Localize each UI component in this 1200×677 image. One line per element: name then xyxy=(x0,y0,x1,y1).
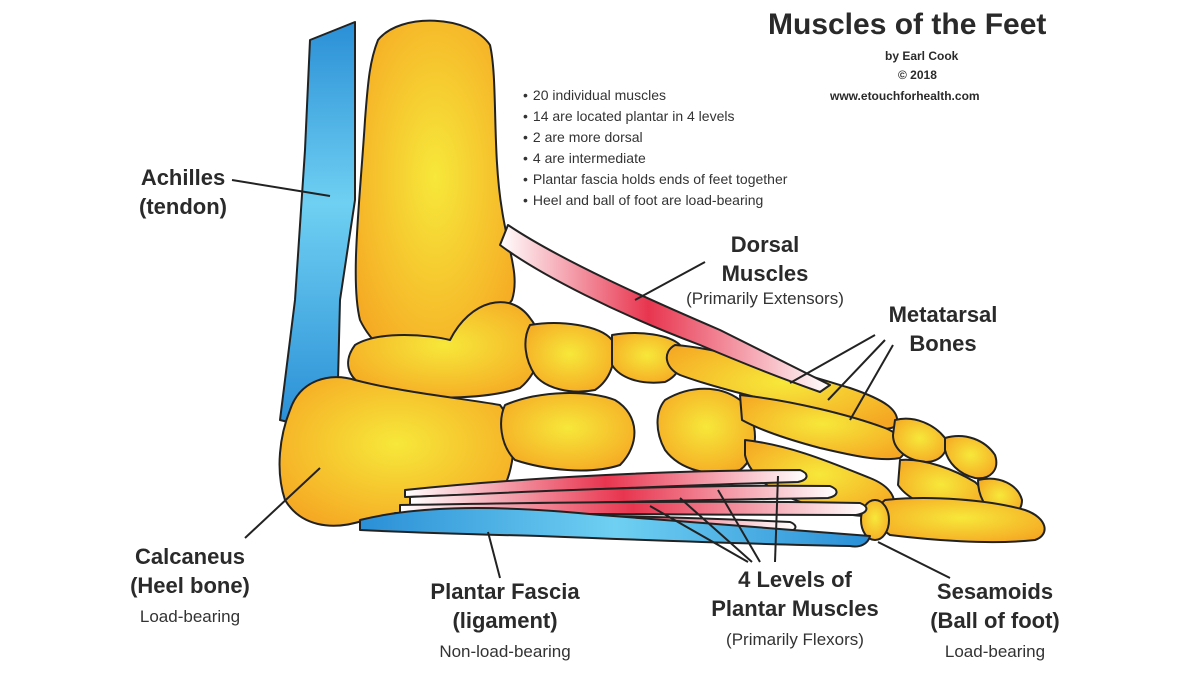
sesamoid-bone xyxy=(860,499,890,541)
plantar-fascia-detail: (ligament) xyxy=(452,608,558,633)
dorsal-note: (Primarily Extensors) xyxy=(686,289,844,308)
leader-achilles xyxy=(231,179,331,197)
copyright: © 2018 xyxy=(898,68,937,82)
dorsal-name-1: Dorsal xyxy=(730,232,800,257)
label-achilles: Achilles (tendon) xyxy=(128,163,238,221)
leader-dorsal xyxy=(634,261,706,301)
diagram-title: Muscles of the Feet xyxy=(768,8,1047,41)
fact-item: 20 individual muscles xyxy=(523,85,787,106)
leader-plantar-fascia xyxy=(487,531,501,579)
plantar-fascia-note: Non-load-bearing xyxy=(439,642,571,661)
cuboid-bone xyxy=(500,392,636,472)
fact-item: Heel and ball of foot are load-bearing xyxy=(523,190,787,211)
leader-lines xyxy=(231,179,951,579)
label-calcaneus: Calcaneus (Heel bone) Load-bearing xyxy=(115,542,265,628)
calcaneus-note: Load-bearing xyxy=(139,607,241,626)
navicular-bone xyxy=(524,322,615,393)
leader-calcaneus xyxy=(244,467,321,539)
fact-item: 2 are more dorsal xyxy=(523,127,787,148)
plantar-muscles-note: (Primarily Flexors) xyxy=(726,630,864,649)
plantar-muscles-name-1: 4 Levels of xyxy=(738,567,852,592)
leader-sesamoids xyxy=(877,541,951,579)
plantar-muscles-name-2: Plantar Muscles xyxy=(711,596,879,621)
metatarsal-name-1: Metatarsal xyxy=(888,302,998,327)
fact-item: Plantar fascia holds ends of feet togeth… xyxy=(523,169,788,190)
sesamoids-name: Sesamoids xyxy=(936,579,1054,604)
achilles-detail: (tendon) xyxy=(139,194,227,219)
calcaneus-detail: (Heel bone) xyxy=(130,573,250,598)
leader-metatarsal-3 xyxy=(849,344,894,421)
leader-metatarsal-2 xyxy=(827,339,886,401)
toe-phalanx-2 xyxy=(944,435,998,480)
calcaneus-name: Calcaneus xyxy=(134,544,246,569)
fact-item: 4 are intermediate xyxy=(523,148,787,169)
toe-phalanx-1 xyxy=(892,417,948,463)
leader-plantar-4 xyxy=(774,475,779,563)
sesamoids-note: Load-bearing xyxy=(944,642,1046,661)
sesamoids-detail: (Ball of foot) xyxy=(930,608,1060,633)
label-plantar-fascia: Plantar Fascia (ligament) Non-load-beari… xyxy=(405,577,605,663)
label-dorsal-muscles: Dorsal Muscles (Primarily Extensors) xyxy=(670,230,860,310)
plantar-fascia xyxy=(359,507,871,548)
leader-metatarsal-1 xyxy=(789,334,876,384)
plantar-fascia-name: Plantar Fascia xyxy=(430,579,580,604)
leader-plantar-2 xyxy=(679,497,753,563)
metatarsal-name-2: Bones xyxy=(909,331,977,356)
author-credit: by Earl Cook xyxy=(885,49,959,63)
achilles-name: Achilles xyxy=(140,165,226,190)
leader-plantar-1 xyxy=(649,505,749,563)
website: www.etouchforhealth.com xyxy=(830,89,980,103)
label-sesamoids: Sesamoids (Ball of foot) Load-bearing xyxy=(915,577,1075,663)
dorsal-name-2: Muscles xyxy=(721,261,809,286)
label-metatarsal-bones: Metatarsal Bones xyxy=(868,300,1018,358)
fact-item: 14 are located plantar in 4 levels xyxy=(523,106,787,127)
label-plantar-muscles: 4 Levels of Plantar Muscles (Primarily F… xyxy=(695,565,895,651)
achilles-tendon xyxy=(279,21,356,426)
facts-list: 20 individual muscles 14 are located pla… xyxy=(523,85,788,211)
metatarsal-bone-2 xyxy=(739,394,906,461)
dorsal-muscle xyxy=(499,224,831,393)
leader-plantar-3 xyxy=(717,489,761,563)
